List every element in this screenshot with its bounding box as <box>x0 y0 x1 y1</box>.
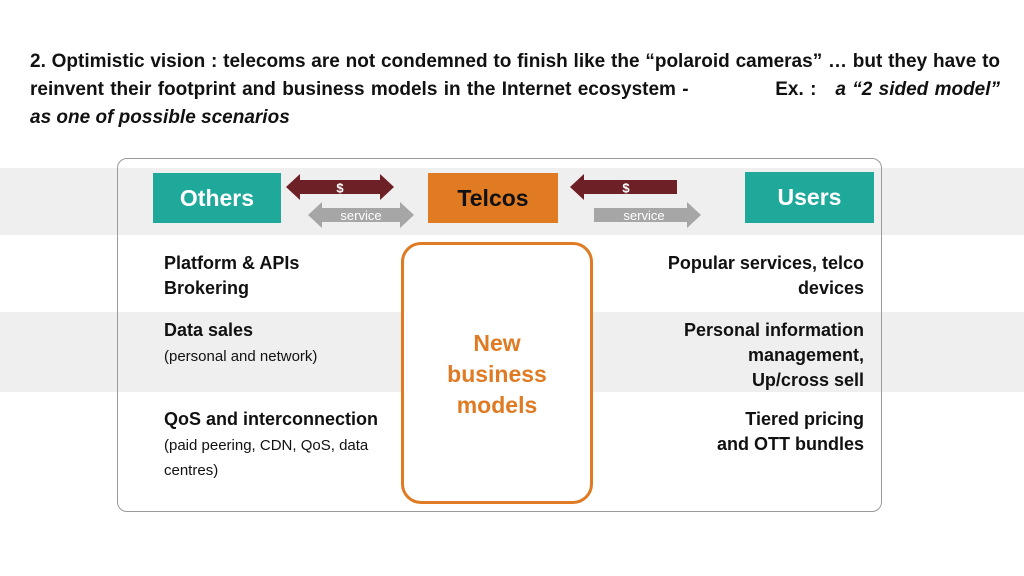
others-label: Others <box>179 184 255 211</box>
right-item-personal-info-text: Personal information management, <box>683 320 864 365</box>
heading-example-text: a “2 sided model” as one of possible sce… <box>30 79 1001 128</box>
left-item-platform-title: Platform & APIs Brokering <box>164 253 300 298</box>
slide-heading: 2. Optimistic vision : telecoms are not … <box>30 48 1000 132</box>
left-item-data-sales-title: Data sales <box>164 320 254 340</box>
money-arrow-right-label: $ <box>622 181 630 196</box>
new-business-models-label: New business models <box>401 328 593 421</box>
telcos-label: Telcos <box>457 184 529 211</box>
telcos-users-arrows: $ service <box>570 174 701 228</box>
service-arrow-right-label: service <box>623 208 664 223</box>
center-line-2: business <box>447 361 547 387</box>
right-item-popular-services-text: Popular services, telco devices <box>667 253 864 298</box>
diagram-frame <box>117 158 882 512</box>
left-item-data-sales: Data sales (personal and network) <box>164 318 364 368</box>
service-arrow-left-label: service <box>340 208 381 223</box>
right-item-popular-services: Popular services, telco devices <box>624 251 864 301</box>
right-item-upsell-text: Up/cross sell <box>751 370 864 390</box>
right-item-ott-bundles-text: and OTT bundles <box>717 434 864 454</box>
money-arrow-left <box>286 174 394 200</box>
money-arrow-right <box>570 174 677 200</box>
heading-example-label: Ex. : <box>775 79 817 100</box>
money-arrow-left-label: $ <box>336 181 344 196</box>
users-label: Users <box>777 184 842 210</box>
right-item-tiered-pricing: Tiered pricing and OTT bundles <box>624 407 864 457</box>
center-line-3: models <box>456 392 538 418</box>
service-arrow-left <box>308 202 414 228</box>
others-telcos-arrows: $ service <box>286 174 414 228</box>
telcos-box: Telcos <box>428 173 558 223</box>
right-item-tiered-pricing-text: Tiered pricing <box>745 409 864 429</box>
heading-text: 2. Optimistic vision : telecoms are not … <box>30 51 1000 100</box>
left-item-data-sales-note: (personal and network) <box>164 348 318 365</box>
left-item-qos: QoS and interconnection (paid peering, C… <box>164 407 379 482</box>
others-box: Others <box>153 173 281 223</box>
left-item-qos-note: (paid peering, CDN, QoS, data centres) <box>164 437 369 479</box>
users-box: Users <box>745 172 874 223</box>
center-line-1: New <box>473 330 521 356</box>
new-business-models-box <box>401 242 593 504</box>
left-item-qos-title: QoS and interconnection <box>164 409 379 429</box>
service-arrow-right <box>594 202 701 228</box>
left-item-platform: Platform & APIs Brokering <box>164 251 354 301</box>
right-item-personal-info: Personal information management, Up/cros… <box>624 318 864 393</box>
